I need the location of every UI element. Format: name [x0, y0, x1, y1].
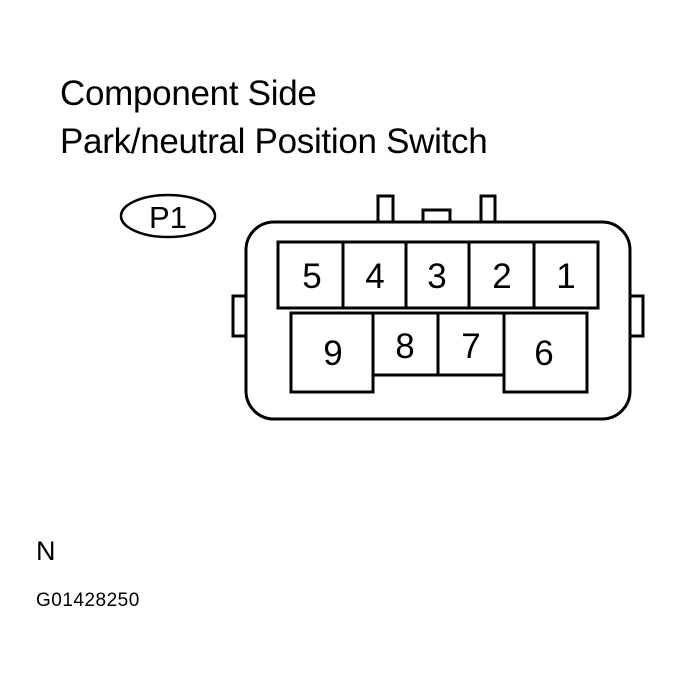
housing-tab-right	[479, 194, 497, 224]
pin-label: 8	[395, 327, 414, 366]
housing-tab-left	[376, 194, 395, 224]
cavity-4	[341, 240, 408, 310]
pin-label: 4	[365, 257, 384, 296]
pin-label: 5	[302, 257, 321, 296]
cavity-8	[371, 311, 440, 377]
pin-label: 1	[556, 257, 575, 296]
pin-label: 9	[323, 334, 342, 373]
terminal-cavities	[276, 240, 600, 394]
diagram-title-line1: Component Side	[60, 74, 317, 113]
diagram-title-line2: Park/neutral Position Switch	[60, 122, 488, 161]
cavity-6	[502, 311, 589, 394]
cavity-5	[276, 240, 345, 310]
connector-id-label: P1	[149, 200, 187, 235]
pin-label: 6	[534, 334, 553, 373]
pin-label: 7	[461, 327, 480, 366]
cavity-1	[532, 240, 600, 310]
figure-code: G01428250	[36, 590, 140, 611]
pin-label: 3	[427, 257, 446, 296]
footer-label: N	[36, 536, 56, 566]
pin-numbers: 5 4 3 2 1 9 8 7 6	[302, 257, 575, 373]
connector-id-badge: P1	[119, 193, 217, 239]
pin-label: 2	[492, 257, 511, 296]
